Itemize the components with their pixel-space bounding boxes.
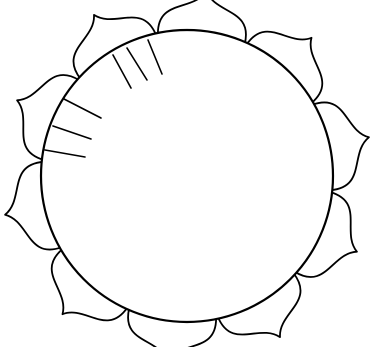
inner-circle [41, 30, 333, 322]
